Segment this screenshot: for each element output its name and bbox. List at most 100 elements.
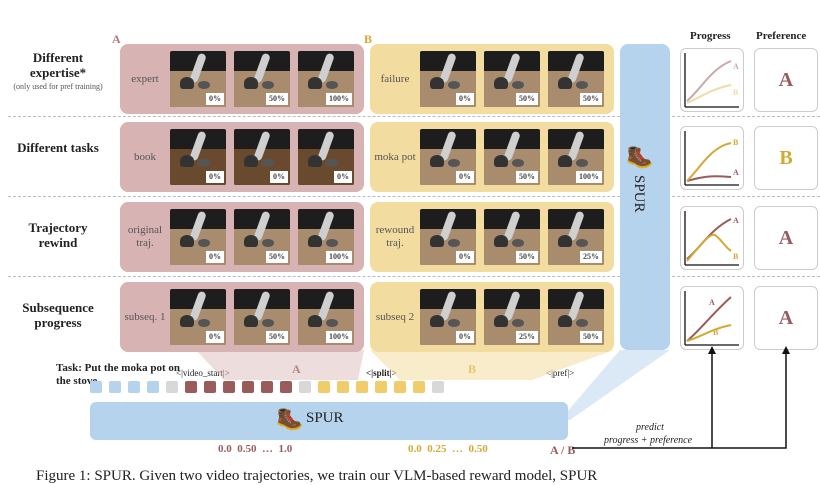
- ab-output: A / B: [550, 443, 576, 457]
- predict-label: predict: [636, 422, 664, 433]
- trajectory-panel-b: moka pot 0% 50%100%: [370, 122, 614, 192]
- video-frame: 50%: [234, 51, 290, 107]
- spur-bottom-label: SPUR: [306, 410, 344, 426]
- token: [147, 381, 159, 393]
- video-frame: 0%: [170, 51, 226, 107]
- progress-percent: 50%: [516, 251, 538, 263]
- spur-bottom-bar: [90, 402, 568, 440]
- curve-b: [686, 142, 732, 182]
- token: [166, 381, 178, 393]
- trajectory-panel-a: expert 0%50% 100%: [120, 44, 364, 114]
- token: [299, 381, 311, 393]
- row-label: Different tasks: [8, 140, 108, 155]
- video-frame: 0%: [420, 129, 476, 185]
- curve-a-label: A: [733, 216, 739, 225]
- curve-a: [686, 175, 732, 182]
- video-frame: 0%: [420, 51, 476, 107]
- row-label: Different expertise*(only used for pref …: [8, 50, 108, 91]
- curve-a: [686, 60, 732, 102]
- video-frame: 0%: [234, 129, 290, 185]
- trajectory-panel-b: rewound traj.0%50%25%: [370, 202, 614, 272]
- trajectory-label: subseq. 1: [124, 310, 166, 323]
- row-separator: [8, 196, 820, 197]
- video-frame: 100%: [298, 51, 354, 107]
- trajectory-label: original traj.: [127, 224, 163, 249]
- boot-icon: 🥾: [626, 144, 654, 169]
- token: [204, 381, 216, 393]
- progress-percent: 50%: [266, 331, 288, 343]
- token: [185, 381, 197, 393]
- video-frame: 0%: [170, 129, 226, 185]
- spur-model-bar: [620, 44, 670, 350]
- funnel-spur: [560, 350, 670, 420]
- progress-percent: 0%: [206, 331, 224, 343]
- token: [356, 381, 368, 393]
- preference-box: A: [754, 286, 818, 350]
- video-frame: 25%: [548, 209, 604, 265]
- progress-percent: 0%: [456, 171, 474, 183]
- curve-a: [686, 296, 732, 342]
- row-separator: [8, 116, 820, 117]
- progress-percent: 0%: [206, 171, 224, 183]
- progress-percent: 50%: [580, 93, 602, 105]
- progress-header: Progress: [690, 30, 731, 42]
- token: [242, 381, 254, 393]
- video-frame: 0%: [420, 289, 476, 345]
- token: [394, 381, 406, 393]
- split-token: <|split|>: [366, 368, 397, 378]
- token: [128, 381, 140, 393]
- row-separator: [8, 276, 820, 277]
- progress-percent: 50%: [516, 93, 538, 105]
- b-values: 0.0 0.25 … 0.50: [408, 443, 488, 455]
- row-label: Trajectory rewind: [8, 220, 108, 250]
- token: [413, 381, 425, 393]
- video-frame: 50%: [484, 209, 540, 265]
- trajectory-label: subseq 2: [375, 310, 415, 323]
- progress-percent: 50%: [266, 251, 288, 263]
- a-values: 0.0 0.50 … 1.0: [218, 443, 293, 455]
- progress-percent: 100%: [326, 251, 352, 263]
- trajectory-label: moka pot: [374, 150, 416, 163]
- video-frame: 100%: [298, 289, 354, 345]
- curve-b: [686, 84, 732, 104]
- row-title: Different tasks: [17, 140, 99, 155]
- task-text: Put the moka pot on the stove: [56, 362, 180, 387]
- funnel-a: [196, 350, 364, 380]
- curve-b-label: B: [733, 138, 739, 147]
- row-title: Subsequence progress: [22, 300, 94, 330]
- token: [337, 381, 349, 393]
- video-frame: 0%: [170, 209, 226, 265]
- preference-box: A: [754, 48, 818, 112]
- row-subtitle: (only used for pref training): [13, 82, 103, 91]
- progress-percent: 100%: [326, 331, 352, 343]
- progress-percent: 0%: [456, 93, 474, 105]
- video-frame: 100%: [548, 129, 604, 185]
- task-label: Task: Put the moka pot on the stove: [56, 362, 196, 388]
- boot-icon: 🥾: [276, 406, 304, 431]
- progress-percent: 100%: [326, 93, 352, 105]
- curve-b-label: B: [713, 328, 719, 337]
- video-frame: 0%: [298, 129, 354, 185]
- curve-a-label: A: [733, 62, 739, 71]
- video-frame: 100%: [298, 209, 354, 265]
- seq-a-letter: A: [292, 362, 301, 376]
- trajectory-label: expert: [131, 72, 159, 85]
- progress-percent: 0%: [334, 171, 352, 183]
- progress-percent: 0%: [270, 171, 288, 183]
- video-frame: 50%: [484, 51, 540, 107]
- token: [90, 381, 102, 393]
- curve-b: [686, 233, 732, 262]
- token: [375, 381, 387, 393]
- video-frame: 50%: [484, 129, 540, 185]
- token: [432, 381, 444, 393]
- preference-box: A: [754, 206, 818, 270]
- spur-vertical-label: SPUR: [631, 175, 647, 213]
